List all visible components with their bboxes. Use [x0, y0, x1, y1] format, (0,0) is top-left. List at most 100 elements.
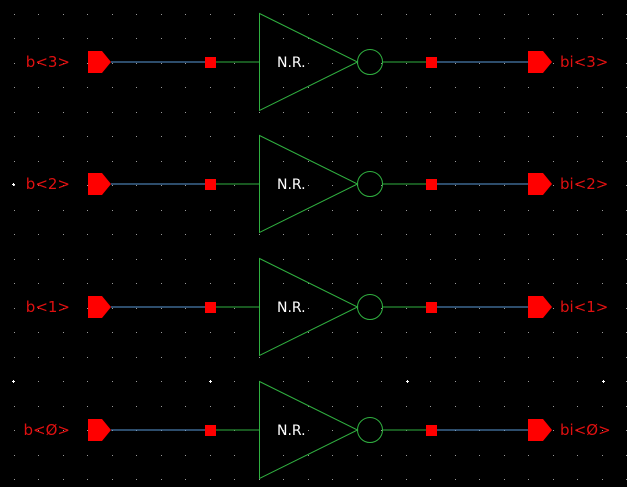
inverter-row[interactable]: b<1>N.R.bi<1> [26, 257, 609, 357]
grid-dot [357, 112, 358, 113]
grid-dot [553, 479, 554, 480]
inverter-row[interactable]: b<2>N.R.bi<2> [26, 134, 609, 234]
grid-dot [87, 63, 88, 64]
output-connection-point[interactable] [426, 425, 437, 436]
inverter-row[interactable]: b<Ø>N.R.bi<Ø> [24, 380, 611, 480]
grid-dot [234, 210, 235, 211]
grid-dot [504, 406, 505, 407]
grid-dot [38, 136, 39, 137]
grid-dot [259, 357, 260, 358]
grid-dot [14, 185, 15, 186]
grid-dot [283, 430, 284, 431]
grid-dot [381, 381, 382, 382]
grid-dot [577, 259, 578, 260]
grid-dot [553, 381, 554, 382]
input-connection-point[interactable] [205, 179, 216, 190]
grid-dot [381, 210, 382, 211]
input-connection-point[interactable] [205, 57, 216, 68]
inverter-gate[interactable] [259, 134, 359, 234]
inverter-gate[interactable] [259, 257, 359, 357]
grid-dot [38, 455, 39, 456]
grid-dot [381, 234, 382, 235]
grid-dot [504, 234, 505, 235]
grid-dot [528, 259, 529, 260]
grid-dot [528, 210, 529, 211]
output-connection-point[interactable] [426, 57, 437, 68]
input-connection-point[interactable] [205, 425, 216, 436]
grid-dot [357, 357, 358, 358]
grid-dot [161, 136, 162, 137]
inverter-gate[interactable] [259, 380, 359, 480]
grid-dot [185, 210, 186, 211]
grid-dot [136, 308, 137, 309]
grid-dot [455, 38, 456, 39]
grid-dot [87, 38, 88, 39]
grid-dot [234, 234, 235, 235]
grid-dot [455, 161, 456, 162]
grid-dot [161, 87, 162, 88]
grid-dot [185, 87, 186, 88]
grid-dot [430, 259, 431, 260]
grid-dot [112, 283, 113, 284]
grid-dot [577, 185, 578, 186]
grid-dot [553, 357, 554, 358]
grid-dot [308, 234, 309, 235]
grid-dot [308, 357, 309, 358]
grid-dot [234, 357, 235, 358]
output-pin[interactable] [528, 51, 552, 73]
input-pin[interactable] [88, 51, 111, 73]
inverter-gate[interactable] [259, 12, 359, 112]
grid-dot [602, 283, 603, 284]
grid-dot [504, 87, 505, 88]
grid-dot [308, 479, 309, 480]
grid-dot [332, 112, 333, 113]
input-pin[interactable] [88, 419, 111, 441]
grid-dot [528, 381, 529, 382]
grid-dot [87, 87, 88, 88]
output-connection-point[interactable] [426, 302, 437, 313]
grid-dot [112, 381, 113, 382]
input-pin[interactable] [88, 173, 111, 195]
input-pin[interactable] [88, 296, 111, 318]
grid-dot [504, 381, 505, 382]
grid-dot [63, 332, 64, 333]
grid-dot [553, 308, 554, 309]
grid-dot [112, 38, 113, 39]
grid-dot [136, 357, 137, 358]
grid-dot [283, 455, 284, 456]
output-connection-point[interactable] [426, 179, 437, 190]
input-connection-point[interactable] [205, 302, 216, 313]
grid-major-dot [603, 380, 604, 383]
grid-dot [63, 161, 64, 162]
grid-dot [136, 161, 137, 162]
grid-dot [553, 283, 554, 284]
grid-dot [602, 430, 603, 431]
grid-dot [112, 406, 113, 407]
grid-dot [577, 210, 578, 211]
grid-dot [455, 381, 456, 382]
inverter-row[interactable]: b<3>N.R.bi<3> [26, 12, 609, 112]
grid-dot [136, 136, 137, 137]
grid-dot [602, 136, 603, 137]
grid-dot [136, 112, 137, 113]
grid-dot [136, 381, 137, 382]
output-pin[interactable] [528, 296, 552, 318]
grid-dot [553, 112, 554, 113]
grid-dot [210, 259, 211, 260]
grid-dot [161, 14, 162, 15]
grid-dot [381, 136, 382, 137]
grid-dot [161, 332, 162, 333]
grid-dot [553, 14, 554, 15]
grid-dot [504, 479, 505, 480]
grid-dot [430, 112, 431, 113]
grid-dot [185, 161, 186, 162]
grid-dot [308, 210, 309, 211]
output-pin[interactable] [528, 173, 552, 195]
grid-dot [161, 308, 162, 309]
output-pin[interactable] [528, 419, 552, 441]
grid-dot [381, 283, 382, 284]
grid-dot [381, 63, 382, 64]
grid-dot [112, 14, 113, 15]
